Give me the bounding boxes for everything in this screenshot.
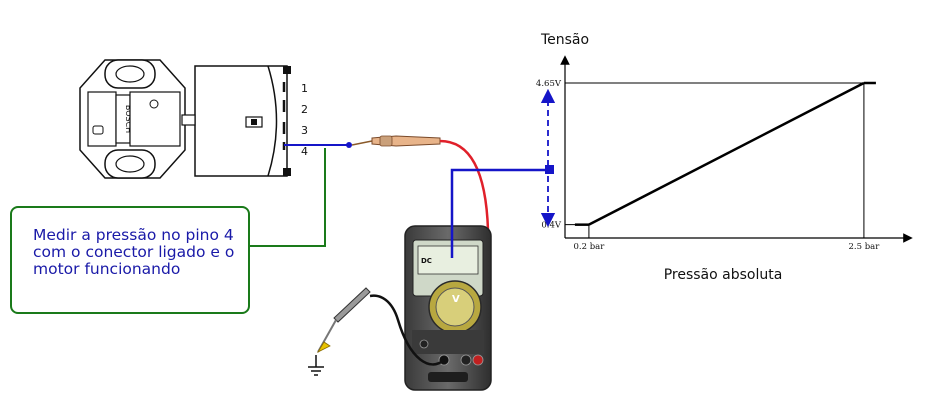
sensor-brand-label: BOSCH — [124, 105, 133, 133]
ground-symbol-icon — [308, 355, 324, 376]
callout-leader — [250, 148, 326, 247]
pin-label-4: 4 — [301, 145, 308, 158]
sensor-body — [194, 65, 288, 177]
multimeter-mode-label: DC — [421, 257, 432, 265]
y-axis-title: Tensão — [540, 32, 589, 48]
pin-label-1: 1 — [301, 82, 308, 95]
y-tick-label-low: 0.4V — [541, 221, 562, 231]
x-tick-label-high: 2.5 bar — [849, 242, 881, 252]
red-test-probe — [351, 135, 441, 147]
map-sensor: BOSCH 1 2 3 4 — [79, 59, 308, 179]
x-axis-title: Pressão absoluta — [664, 267, 783, 283]
dial-unit-label: V — [452, 294, 460, 305]
x-tick-label-low: 0.2 bar — [574, 242, 606, 252]
instruction-text: Medir a pressão no pino 4 com o conector… — [33, 226, 235, 278]
black-test-probe — [316, 287, 371, 353]
pin-label-3: 3 — [301, 124, 308, 137]
meter-to-graph-link — [450, 168, 548, 258]
y-tick-label-high: 4.65V — [536, 79, 562, 89]
multimeter-display — [417, 245, 479, 275]
pin-label-2: 2 — [301, 103, 308, 116]
instruction-box — [10, 206, 250, 314]
multimeter: DC V — [404, 225, 492, 391]
black-probe-lead — [369, 294, 445, 366]
sensor-curve — [588, 81, 865, 226]
voltage-pressure-chart: Tensão Pressão absoluta 0.4V 4.65V 0.2 bar… — [536, 32, 913, 283]
chart-plot-area: 0.4V 4.65V 0.2 bar 2.5 bar — [536, 79, 880, 252]
